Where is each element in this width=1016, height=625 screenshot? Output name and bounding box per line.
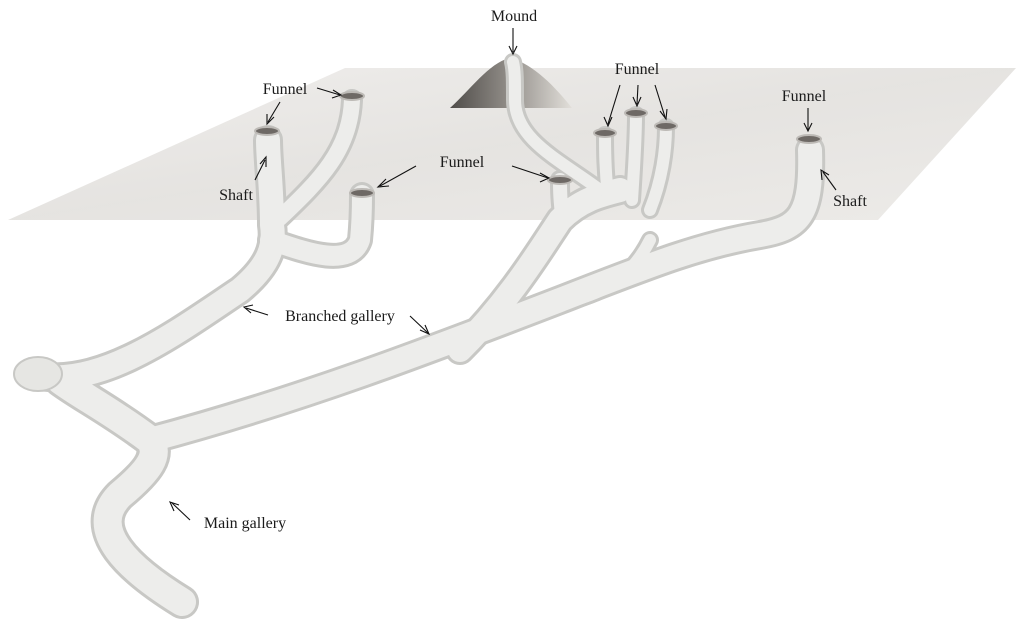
label-funnel-right: Funnel [782, 88, 827, 105]
label-funnel-center-cluster: Funnel [615, 61, 660, 78]
funnel-hole [548, 176, 572, 184]
arrow-main-gallery [172, 503, 190, 520]
label-funnel-top-left: Funnel [263, 81, 308, 98]
label-shaft-left: Shaft [219, 187, 253, 204]
arrow-branched-gallery-right [410, 316, 428, 333]
funnel-hole [350, 189, 374, 197]
funnel-hole [625, 109, 647, 117]
label-main-gallery: Main gallery [204, 515, 286, 532]
gallery-end-node [14, 357, 62, 391]
label-funnel-middle: Funnel [440, 154, 485, 171]
label-branched-gallery: Branched gallery [285, 308, 395, 325]
funnel-hole [255, 127, 279, 135]
funnel-hole [655, 122, 677, 130]
funnel-hole [594, 129, 616, 137]
funnel-hole [340, 92, 364, 100]
label-shaft-right: Shaft [833, 193, 867, 210]
label-mound: Mound [491, 8, 537, 25]
funnel-hole [797, 135, 821, 143]
